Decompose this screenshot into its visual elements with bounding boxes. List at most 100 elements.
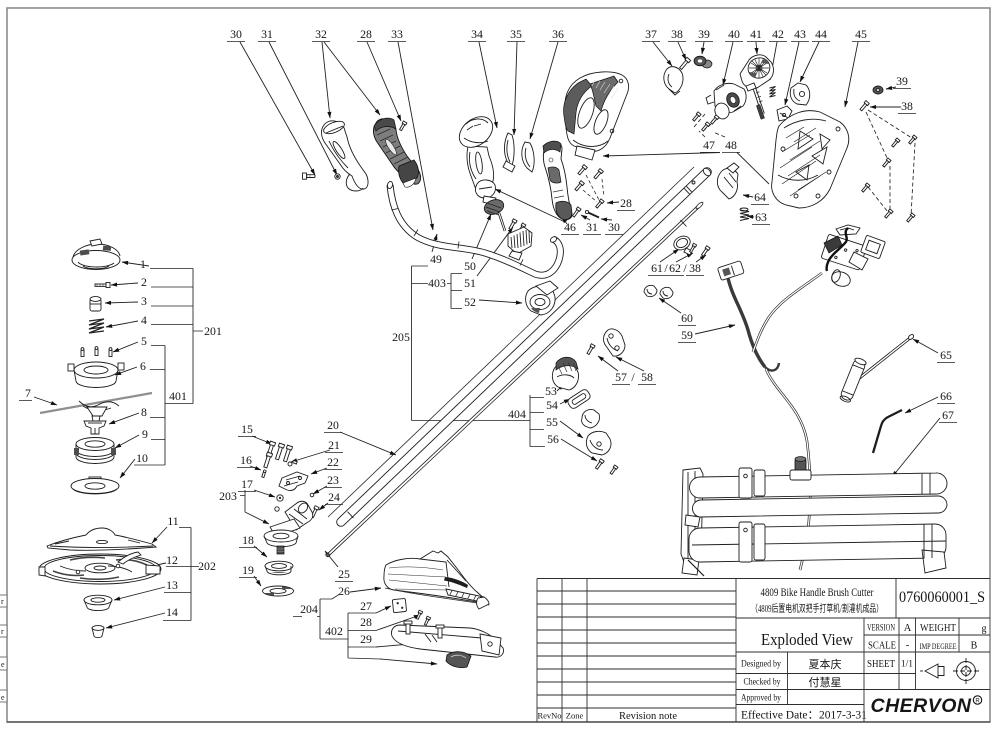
svg-text:202: 202 [198,559,216,573]
svg-text:18: 18 [242,533,254,547]
svg-text:41: 41 [750,27,762,41]
svg-text:47: 47 [703,138,715,152]
svg-text:64: 64 [754,190,766,204]
svg-text:Revision note: Revision note [619,711,677,722]
svg-text:203: 203 [219,489,237,503]
svg-text:32: 32 [315,27,327,41]
svg-text:67: 67 [942,408,954,422]
svg-text:51: 51 [464,276,476,290]
svg-text:Approved by: Approved by [741,693,781,703]
svg-text:B: B [971,641,978,652]
svg-text:g: g [982,624,987,635]
svg-text:404: 404 [508,407,526,421]
svg-text:WEIGHT: WEIGHT [920,623,956,634]
svg-text:SHEET: SHEET [867,659,895,670]
svg-text:36: 36 [552,27,564,41]
svg-text:R: R [975,699,980,705]
svg-text:25: 25 [338,567,350,581]
svg-text:9: 9 [142,427,148,441]
svg-text:10: 10 [136,451,148,465]
svg-text:52: 52 [464,295,476,309]
svg-text:65: 65 [940,348,952,362]
svg-text:58: 58 [641,370,653,384]
svg-text:55: 55 [546,415,558,429]
svg-text:1/1: 1/1 [901,660,913,670]
svg-text:60: 60 [681,311,693,325]
svg-text:46: 46 [564,220,576,234]
svg-text:38: 38 [901,99,913,113]
svg-text:201: 201 [204,324,222,338]
svg-text:33: 33 [391,27,403,41]
svg-text:27: 27 [360,599,372,613]
svg-text:3: 3 [141,294,147,308]
svg-text:403: 403 [428,276,446,290]
svg-text:57: 57 [615,370,627,384]
svg-text:45: 45 [855,27,867,41]
svg-text:A: A [904,623,912,634]
svg-text:48: 48 [725,138,737,152]
svg-text:23: 23 [327,473,339,487]
svg-text:26: 26 [338,584,350,598]
svg-text:204: 204 [300,602,318,616]
svg-text:56: 56 [547,432,559,446]
svg-text:17: 17 [241,477,253,491]
svg-text:61: 61 [651,261,663,275]
svg-text:28: 28 [620,196,632,210]
svg-text:VERSION: VERSION [867,623,895,633]
svg-text:6: 6 [140,359,146,373]
svg-text:Exploded View: Exploded View [761,630,853,649]
svg-text:50: 50 [464,259,476,273]
svg-text:11: 11 [167,514,178,528]
svg-text:28: 28 [360,615,372,629]
svg-text:63: 63 [755,210,767,224]
svg-text:/: / [664,261,668,275]
svg-text:205: 205 [392,330,410,344]
svg-text:SCALE: SCALE [868,641,896,652]
svg-text:39: 39 [896,74,908,88]
svg-text:CHERVON: CHERVON [870,695,971,717]
svg-text:30: 30 [608,220,620,234]
svg-text:62: 62 [669,261,681,275]
svg-text:401: 401 [169,389,187,403]
svg-text:8: 8 [141,405,147,419]
svg-text:16: 16 [240,453,252,467]
svg-text:夏本庆: 夏本庆 [809,657,842,671]
svg-text:5: 5 [141,334,147,348]
svg-text:39: 39 [698,27,710,41]
svg-text:40: 40 [728,27,740,41]
svg-text:54: 54 [546,398,558,412]
svg-text:7: 7 [25,386,31,400]
svg-text:IMP DEGREE: IMP DEGREE [920,641,957,651]
svg-text:付慧星: 付慧星 [809,675,842,689]
svg-text:4: 4 [141,313,147,327]
svg-text:e: e [1,693,5,702]
svg-text:21: 21 [328,438,340,452]
svg-text:19: 19 [242,563,254,577]
svg-text:38: 38 [689,261,701,275]
svg-text:r: r [1,597,4,606]
svg-text:31: 31 [261,27,273,41]
svg-text:31: 31 [586,220,598,234]
svg-text:Checked by: Checked by [744,677,781,687]
svg-text:42: 42 [772,27,784,41]
svg-text:14: 14 [166,605,178,619]
svg-text:49: 49 [430,252,442,266]
svg-text:/: / [683,261,687,275]
svg-text:1: 1 [140,257,146,271]
svg-text:44: 44 [815,27,827,41]
svg-text:-: - [906,640,910,651]
svg-text:r: r [1,627,4,636]
svg-text:43: 43 [794,27,806,41]
svg-text:Designed by: Designed by [741,659,781,669]
svg-text:20: 20 [327,418,339,432]
svg-text:30: 30 [230,27,242,41]
svg-text:34: 34 [471,27,483,41]
svg-text:13: 13 [166,578,178,592]
svg-text:0760060001_S: 0760060001_S [899,589,985,606]
svg-text:e: e [1,660,5,669]
svg-text:/: / [631,370,635,384]
svg-text:4809 Bike Handle Brush Cutter: 4809 Bike Handle Brush Cutter [761,585,874,599]
svg-text:RevNo: RevNo [537,711,561,721]
svg-text:35: 35 [510,27,522,41]
svg-text:2: 2 [141,275,147,289]
